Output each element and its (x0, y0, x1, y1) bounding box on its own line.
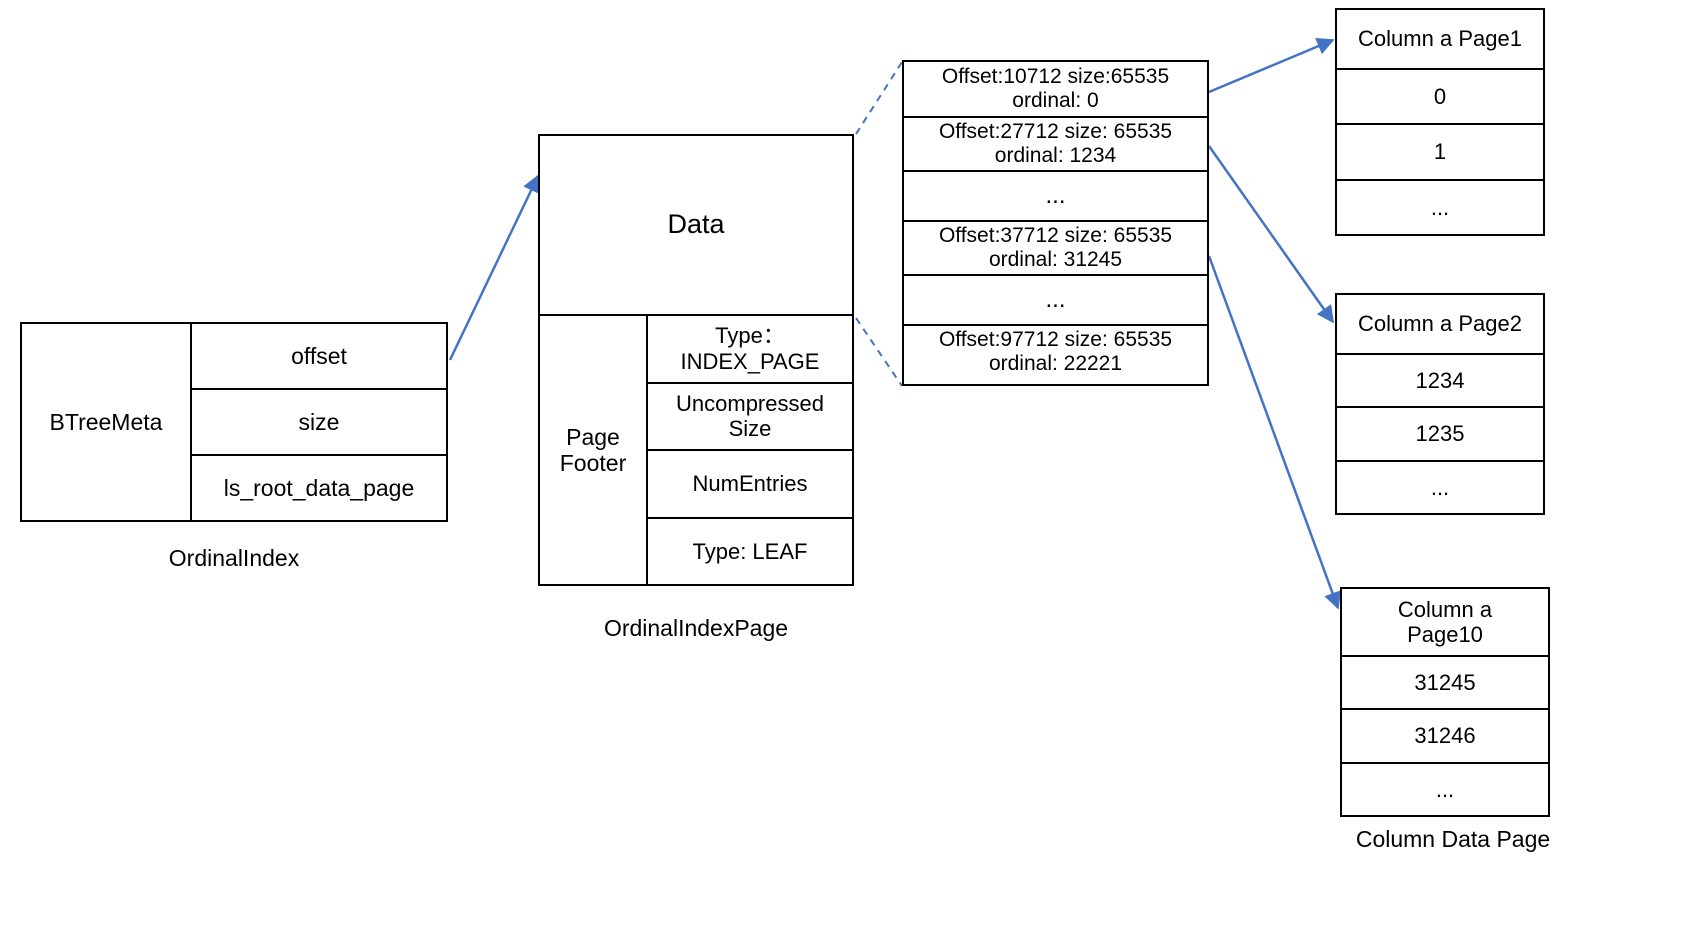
leader-datapage-bottom (855, 317, 903, 387)
footer-field-type-index-page: Type： INDEX_PAGE (680, 323, 820, 374)
footer-field-type-leaf: Type: LEAF (648, 516, 852, 585)
btreemeta-field-list: offset size ls_root_data_page (192, 324, 446, 520)
ordinalindex-caption: OrdinalIndex (168, 545, 300, 571)
column-page-10-row-2: 31246 (1342, 708, 1548, 761)
column-page-10-row-1: 31245 (1342, 655, 1548, 708)
column-page-1-header: Column a Page1 (1358, 26, 1522, 52)
column-page-2-box: Column a Page2 1234 1235 ... (1335, 293, 1545, 515)
column-page-1-row-2: 1 (1337, 123, 1543, 178)
arrow-entry1-to-colpage1 (1208, 38, 1335, 94)
btreemeta-field-size: size (192, 388, 446, 454)
column-page-1-row-1: 0 (1337, 68, 1543, 123)
page-footer-label: Page Footer (540, 316, 648, 584)
index-entries-box: Offset:10712 size:65535 ordinal: 0 Offse… (902, 60, 1209, 386)
index-entry-2: Offset:27712 size: 65535 ordinal: 1234 (904, 116, 1207, 170)
column-page-10-row-3: ... (1342, 761, 1548, 815)
index-entry-1: Offset:10712 size:65535 ordinal: 0 (941, 64, 1170, 112)
index-entry-ellipsis-1: ... (904, 170, 1207, 220)
column-page-2-header: Column a Page2 (1358, 311, 1522, 337)
column-page-2-row-2: 1235 (1337, 406, 1543, 459)
column-page-1-box: Column a Page1 0 1 ... (1335, 8, 1545, 236)
column-page-2-row-3: ... (1337, 459, 1543, 513)
btreemeta-box: BTreeMeta offset size ls_root_data_page (20, 322, 448, 522)
ordinalindexpage-footer-row: Page Footer Type： INDEX_PAGE Uncompresse… (540, 316, 852, 584)
columndatapage-caption: Column Data Page (1355, 826, 1551, 852)
column-page-10-header: Column a Page10 (1397, 596, 1493, 647)
arrow-btreemeta-to-indexpage (448, 174, 540, 361)
ordinalindexpage-caption: OrdinalIndexPage (603, 615, 789, 641)
column-page-2-row-1: 1234 (1337, 353, 1543, 406)
arrow-entry4-to-colpage10 (1207, 255, 1341, 610)
index-entry-ellipsis-2: ... (904, 274, 1207, 324)
btreemeta-label: BTreeMeta (22, 324, 192, 520)
arrow-entry2-to-colpage2 (1207, 145, 1335, 324)
leader-datapage-top (855, 61, 903, 135)
btreemeta-field-ls-root-data-page: ls_root_data_page (192, 454, 446, 520)
footer-field-uncompressed-size: Uncompressed Size (648, 381, 852, 450)
ordinalindexpage-box: Data Page Footer Type： INDEX_PAGE Uncomp… (538, 134, 854, 586)
footer-field-num-entries: NumEntries (648, 449, 852, 517)
column-page-10-box: Column a Page10 31245 31246 ... (1340, 587, 1550, 817)
ordinalindexpage-data-section: Data (540, 136, 852, 316)
column-page-1-row-3: ... (1337, 178, 1543, 234)
btreemeta-field-offset: offset (291, 342, 347, 369)
page-footer-field-list: Type： INDEX_PAGE Uncompressed Size NumEn… (648, 316, 852, 584)
index-entry-4: Offset:97712 size: 65535 ordinal: 22221 (904, 324, 1207, 378)
index-entry-3: Offset:37712 size: 65535 ordinal: 31245 (904, 220, 1207, 274)
